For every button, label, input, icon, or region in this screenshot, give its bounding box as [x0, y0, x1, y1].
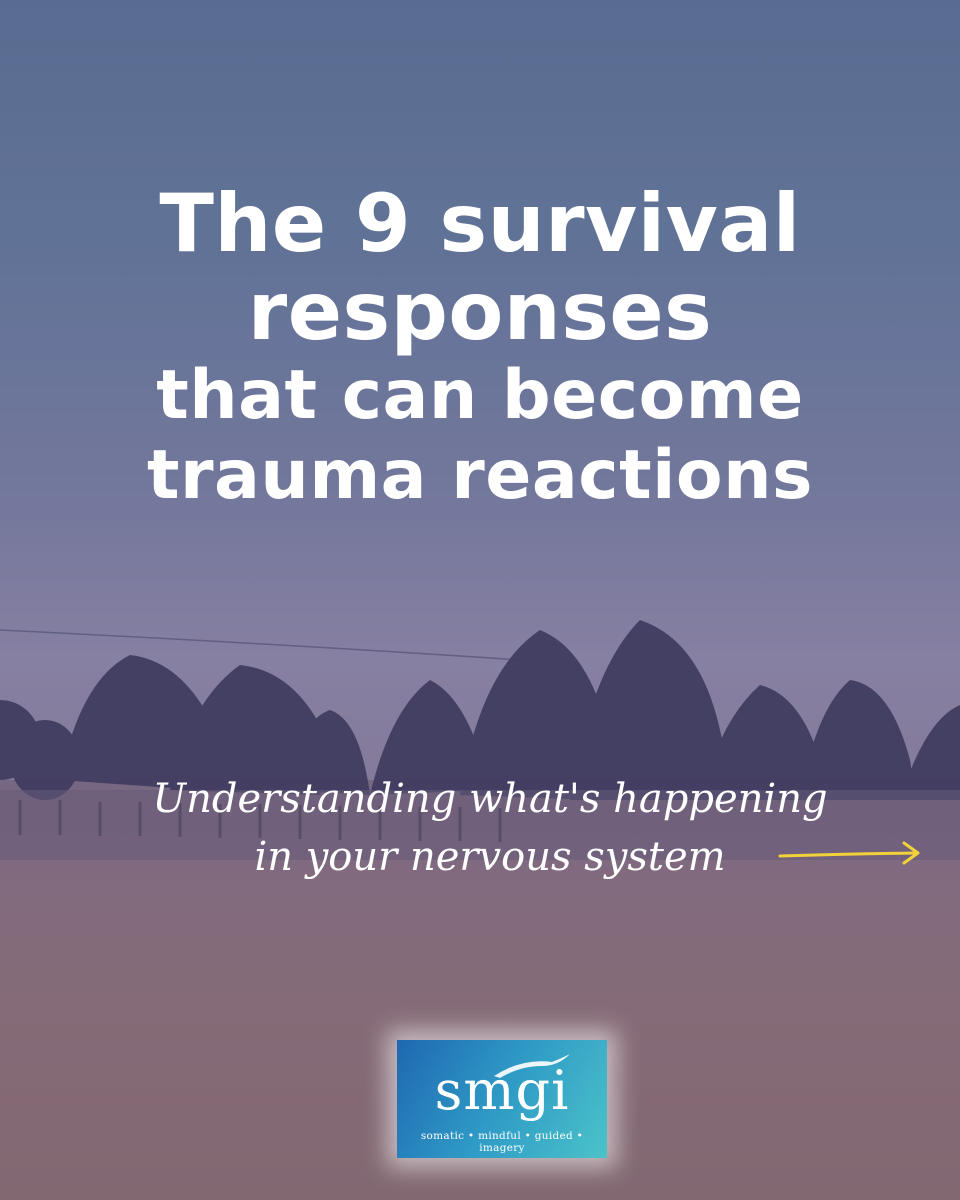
right-arrow-icon[interactable]	[776, 838, 926, 868]
headline: The 9 survival responses that can become…	[0, 180, 960, 516]
subtitle: Understanding what's happening in your n…	[120, 770, 860, 886]
subtitle-line-2: in your nervous system	[254, 834, 726, 880]
tree-line	[0, 620, 960, 860]
logo-tagline: somatic • mindful • guided • imagery	[420, 1130, 584, 1154]
smgi-logo: smgi somatic • mindful • guided • imager…	[397, 1040, 607, 1158]
headline-line-1: The 9 survival	[159, 177, 801, 270]
headline-line-4: trauma reactions	[146, 436, 814, 515]
headline-line-3: that can become	[156, 356, 804, 435]
logo-wordmark: smgi	[434, 1059, 570, 1122]
headline-line-2: responses	[247, 265, 713, 358]
subtitle-line-1: Understanding what's happening	[152, 776, 828, 822]
bird-icon	[494, 1054, 570, 1078]
